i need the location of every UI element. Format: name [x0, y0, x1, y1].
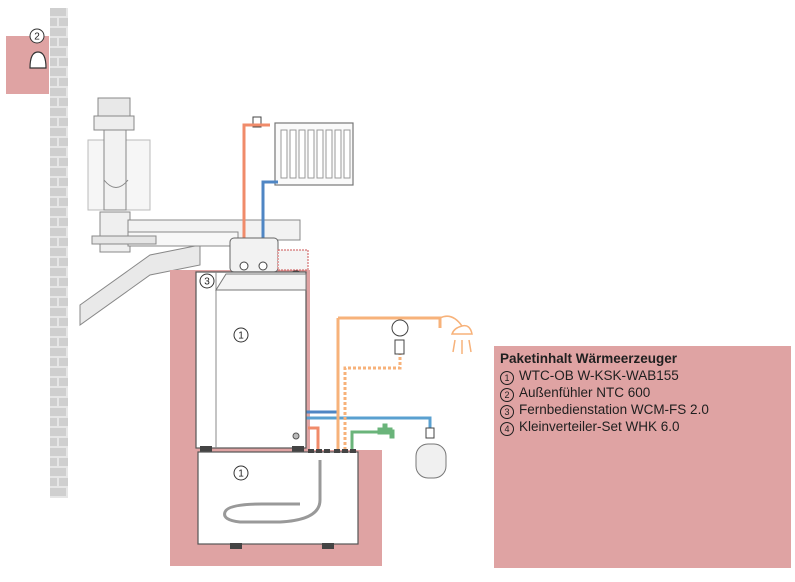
legend-item-label: Fernbedienstation WCM-FS 2.0	[519, 402, 709, 417]
legend-item-label: Außenfühler NTC 600	[519, 385, 651, 400]
thermostat-valve-icon	[252, 116, 262, 128]
boiler-marker: 1	[238, 331, 244, 342]
drain-pipe	[350, 430, 380, 450]
hot-water-tank: 1	[197, 451, 359, 549]
legend-item-label: WTC-OB W-KSK-WAB155	[519, 368, 679, 383]
boiler-unit: 3 1	[195, 271, 307, 452]
heating-flow-pipe	[242, 123, 270, 250]
package-contents-legend: Paketinhalt Wärmeerzeuger 1 WTC-OB W-KSK-…	[494, 346, 791, 568]
remote-marker: 3	[204, 277, 210, 288]
tap-icon	[377, 423, 395, 439]
roof-chimney	[79, 97, 301, 326]
shower-icon	[439, 315, 473, 354]
legend-item-label: Kleinverteiler-Set WHK 6.0	[519, 419, 680, 434]
heating-return-pipe	[261, 180, 278, 250]
legend-title: Paketinhalt Wärmeerzeuger	[500, 351, 678, 366]
outdoor-sensor-zone: 2	[6, 28, 49, 94]
legend-item-number: 4	[500, 422, 514, 436]
legend-item-number: 1	[500, 371, 514, 385]
legend-item: 4 Kleinverteiler-Set WHK 6.0	[500, 419, 785, 436]
tank-connections	[308, 449, 356, 453]
legend-item: 3 Fernbedienstation WCM-FS 2.0	[500, 402, 785, 419]
brick-wall	[50, 8, 68, 498]
legend-item-number: 2	[500, 388, 514, 402]
legend-item: 1 WTC-OB W-KSK-WAB155	[500, 368, 785, 385]
sensor-marker: 2	[34, 32, 40, 43]
legend-item-number: 3	[500, 405, 514, 419]
legend-item: 2 Außenfühler NTC 600	[500, 385, 785, 402]
tank-marker: 1	[238, 469, 244, 480]
radiator	[252, 116, 354, 186]
expansion-vessel	[415, 427, 447, 479]
circulation-pump	[391, 319, 409, 355]
outdoor-sensor-icon	[29, 51, 47, 69]
cold-water-pipe	[305, 416, 432, 428]
hot-water-pipe	[338, 316, 442, 328]
